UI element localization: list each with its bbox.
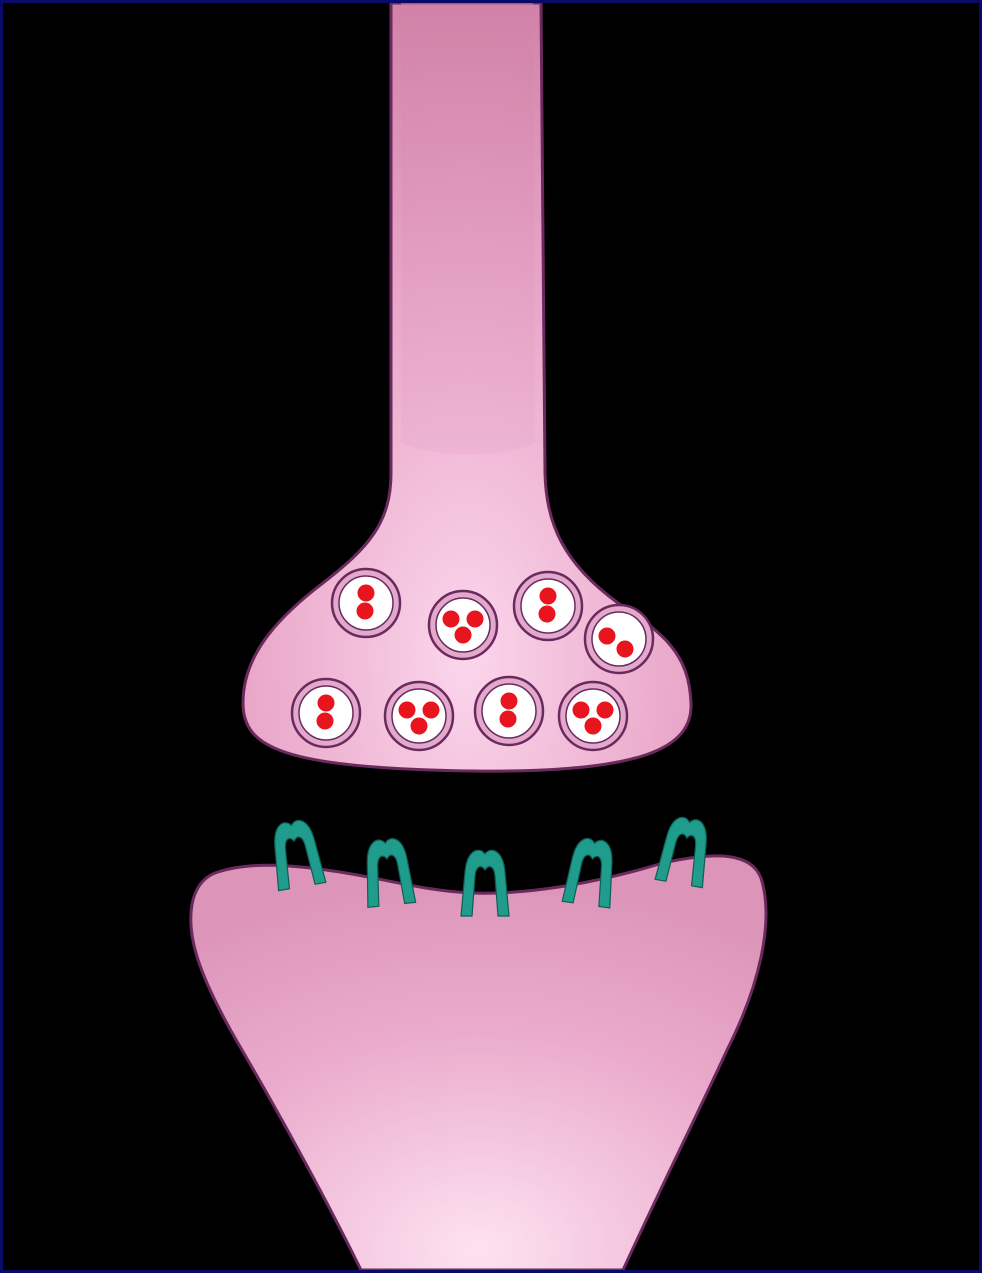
vesicle xyxy=(514,572,582,640)
neurotransmitter-molecule xyxy=(443,611,460,628)
neurotransmitter-molecule xyxy=(501,693,518,710)
vesicle xyxy=(292,679,360,747)
vesicle-lumen xyxy=(566,689,620,743)
neurotransmitter-molecule xyxy=(399,702,416,719)
neurotransmitter-molecule xyxy=(597,702,614,719)
vesicle xyxy=(559,682,627,750)
neurotransmitter-molecule xyxy=(317,713,334,730)
neurotransmitter-molecule xyxy=(423,702,440,719)
neurotransmitter-molecule xyxy=(540,588,557,605)
synapse-illustration xyxy=(3,3,979,1270)
neurotransmitter-molecule xyxy=(617,641,634,658)
neurotransmitter-molecule xyxy=(573,702,590,719)
neurotransmitter-molecule xyxy=(500,711,517,728)
neurotransmitter-molecule xyxy=(585,718,602,735)
neurotransmitter-molecule xyxy=(455,627,472,644)
vesicle-lumen xyxy=(436,598,490,652)
axon-shading xyxy=(401,3,535,454)
neurotransmitter-molecule xyxy=(467,611,484,628)
neurotransmitter-molecule xyxy=(599,628,616,645)
vesicle xyxy=(332,569,400,637)
neurotransmitter-molecule xyxy=(318,695,335,712)
vesicle xyxy=(585,605,653,673)
neurotransmitter-molecule xyxy=(539,606,556,623)
vesicle xyxy=(475,677,543,745)
neurotransmitter-molecule xyxy=(357,603,374,620)
vesicle xyxy=(429,591,497,659)
vesicle xyxy=(385,682,453,750)
postsynaptic-terminal xyxy=(191,856,766,1270)
postsynaptic-membrane xyxy=(191,856,766,1270)
vesicle-lumen xyxy=(392,689,446,743)
neurotransmitter-molecule xyxy=(358,585,375,602)
neurotransmitter-molecule xyxy=(411,718,428,735)
